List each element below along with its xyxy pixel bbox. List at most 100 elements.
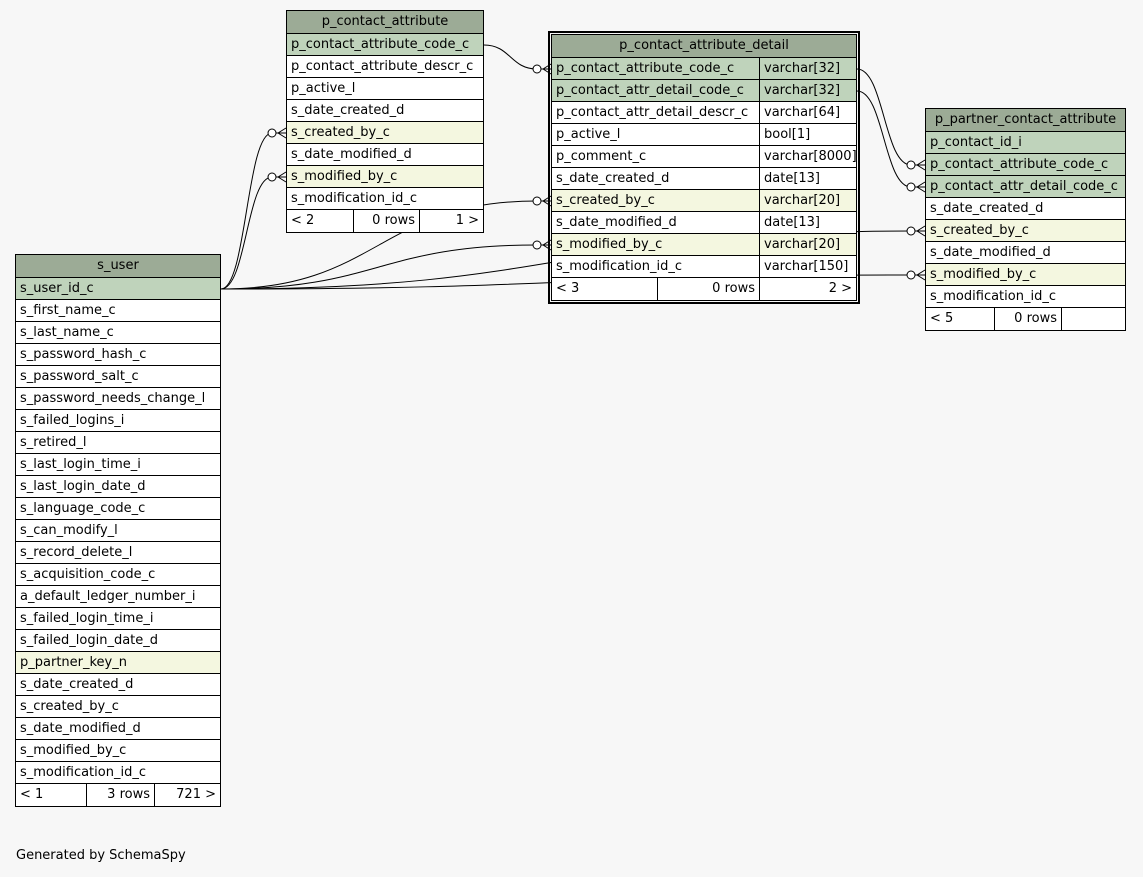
relationship-line [856,68,912,166]
column-name: s_modified_by_c [556,237,663,252]
column-name: s_modification_id_c [930,289,1056,304]
relationship-line [220,244,538,290]
column-row-p-contact-attribute-code-c[interactable]: p_contact_attribute_code_c [926,154,1125,176]
parents-link[interactable]: < 5 [930,311,954,326]
column-row-s-retired-l[interactable]: s_retired_l [16,432,220,454]
relationship-line [856,90,912,188]
column-type: varchar[32] [759,80,856,101]
column-row-s-date-created-d[interactable]: s_date_created_d [926,198,1125,220]
column-row-s-failed-login-date-d[interactable]: s_failed_login_date_d [16,630,220,652]
relationship-line [483,44,538,70]
crows-foot-icon [915,269,926,281]
column-row-s-date-modified-d[interactable]: s_date_modified_d [926,242,1125,264]
column-row-s-last-login-time-i[interactable]: s_last_login_time_i [16,454,220,476]
column-row-s-date-modified-d[interactable]: s_date_modified_d [16,718,220,740]
column-row-s-modified-by-c[interactable]: s_modified_by_c [287,166,483,188]
parents-link[interactable]: < 3 [556,281,580,296]
crows-foot-icon [541,239,552,251]
children-link[interactable]: 2 > [759,278,856,300]
crows-foot-icon [915,181,926,193]
column-name: p_contact_attribute_descr_c [291,59,474,74]
column-name: s_date_created_d [291,103,405,118]
optional-cardinality-icon [532,64,542,74]
crows-foot-icon [541,63,552,75]
column-name: s_date_created_d [20,677,134,692]
column-name: s_retired_l [20,435,87,450]
table-title[interactable]: p_contact_attribute [287,11,483,34]
crows-foot-icon [915,225,926,237]
column-row-s-can-modify-l[interactable]: s_can_modify_l [16,520,220,542]
column-name: s_date_created_d [930,201,1044,216]
optional-cardinality-icon [906,270,916,280]
column-row-s-first-name-c[interactable]: s_first_name_c [16,300,220,322]
column-row-p-active-l[interactable]: p_active_l [287,78,483,100]
column-row-s-record-delete-l[interactable]: s_record_delete_l [16,542,220,564]
column-row-a-default-ledger-number-i[interactable]: a_default_ledger_number_i [16,586,220,608]
column-row-s-date-created-d[interactable]: s_date_created_d [16,674,220,696]
column-name: p_contact_attr_detail_code_c [556,83,744,98]
children-link[interactable] [1061,308,1125,330]
column-row-p-contact-attribute-code-c[interactable]: p_contact_attribute_code_c [287,34,483,56]
table-title[interactable]: s_user [16,255,220,278]
row-count: 0 rows [353,210,419,232]
column-name: s_modification_id_c [556,259,682,274]
column-row-s-password-salt-c[interactable]: s_password_salt_c [16,366,220,388]
column-row-p-contact-attr-detail-code-c[interactable]: p_contact_attr_detail_code_c varchar[32] [552,80,856,102]
column-row-s-created-by-c[interactable]: s_created_by_c [926,220,1125,242]
parents-link[interactable]: < 1 [20,787,44,802]
column-row-s-modified-by-c[interactable]: s_modified_by_c [16,740,220,762]
column-type: bool[1] [759,124,856,145]
column-row-p-contact-attr-detail-code-c[interactable]: p_contact_attr_detail_code_c [926,176,1125,198]
column-row-s-acquisition-code-c[interactable]: s_acquisition_code_c [16,564,220,586]
column-row-s-last-name-c[interactable]: s_last_name_c [16,322,220,344]
column-row-s-date-modified-d[interactable]: s_date_modified_d [287,144,483,166]
column-type: varchar[32] [759,58,856,79]
column-row-s-user-id-c[interactable]: s_user_id_c [16,278,220,300]
column-row-p-contact-id-i[interactable]: p_contact_id_i [926,132,1125,154]
column-row-s-modification-id-c[interactable]: s_modification_id_c [926,286,1125,308]
crows-foot-icon [541,195,552,207]
column-row-s-language-code-c[interactable]: s_language_code_c [16,498,220,520]
crows-foot-icon [276,171,287,183]
column-row-p-contact-attribute-descr-c[interactable]: p_contact_attribute_descr_c [287,56,483,78]
column-row-s-created-by-c[interactable]: s_created_by_c [16,696,220,718]
column-name: s_modified_by_c [930,267,1037,282]
children-link[interactable]: 721 > [154,784,220,806]
table-title[interactable]: p_contact_attribute_detail [552,35,856,58]
column-row-s-modification-id-c[interactable]: s_modification_id_c [287,188,483,210]
optional-cardinality-icon [267,128,277,138]
column-name: s_modification_id_c [291,191,417,206]
column-name: p_contact_attribute_code_c [556,61,735,76]
column-row-s-modified-by-c[interactable]: s_modified_by_c [926,264,1125,286]
column-name: a_default_ledger_number_i [20,589,196,604]
column-name: s_created_by_c [556,193,655,208]
column-row-s-failed-logins-i[interactable]: s_failed_logins_i [16,410,220,432]
column-row-s-password-needs-change-l[interactable]: s_password_needs_change_l [16,388,220,410]
column-row-p-partner-key-n[interactable]: p_partner_key_n [16,652,220,674]
table-title[interactable]: p_partner_contact_attribute [926,109,1125,132]
column-row-s-created-by-c[interactable]: s_created_by_c [287,122,483,144]
column-name: s_failed_login_time_i [20,611,154,626]
column-row-p-contact-attribute-code-c[interactable]: p_contact_attribute_code_c varchar[32] [552,58,856,80]
column-row-s-date-created-d[interactable]: s_date_created_d [287,100,483,122]
column-row-s-last-login-date-d[interactable]: s_last_login_date_d [16,476,220,498]
column-row-s-modification-id-c[interactable]: s_modification_id_c [16,762,220,784]
column-row-s-password-hash-c[interactable]: s_password_hash_c [16,344,220,366]
children-link[interactable]: 1 > [419,210,483,232]
column-row-s-failed-login-time-i[interactable]: s_failed_login_time_i [16,608,220,630]
parents-link[interactable]: < 2 [291,213,315,228]
